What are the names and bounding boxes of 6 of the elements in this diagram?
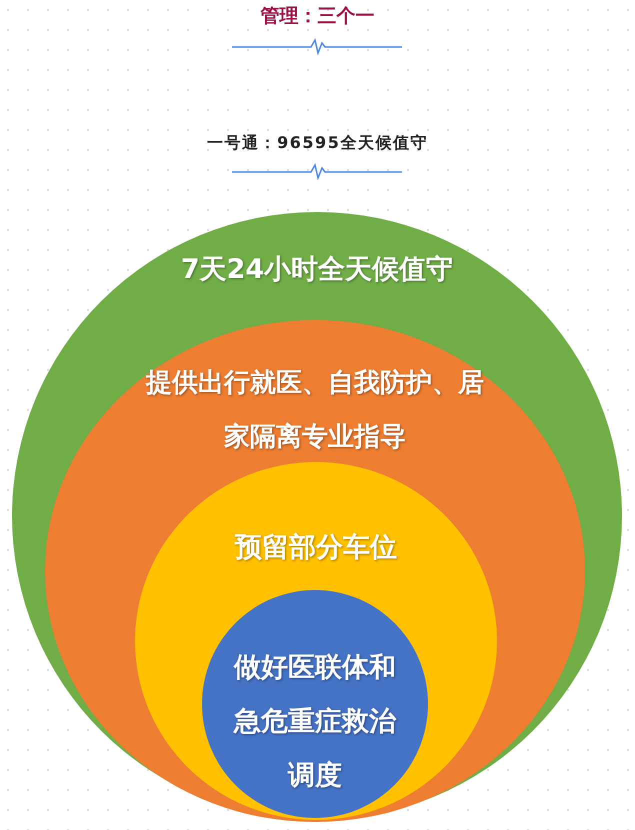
circle-label: 预留部分车位	[234, 531, 398, 565]
circle-label: 做好医联体和急危重症救治调度	[232, 651, 398, 793]
subtitle: 一号通：96595全天候值守	[206, 132, 429, 154]
title: 管理：三个一	[260, 4, 376, 29]
circle-label: 提供出行就医、自我防护、居家隔离专业指导	[144, 367, 485, 454]
circle-label: 7天24小时全天候值守	[180, 253, 454, 287]
